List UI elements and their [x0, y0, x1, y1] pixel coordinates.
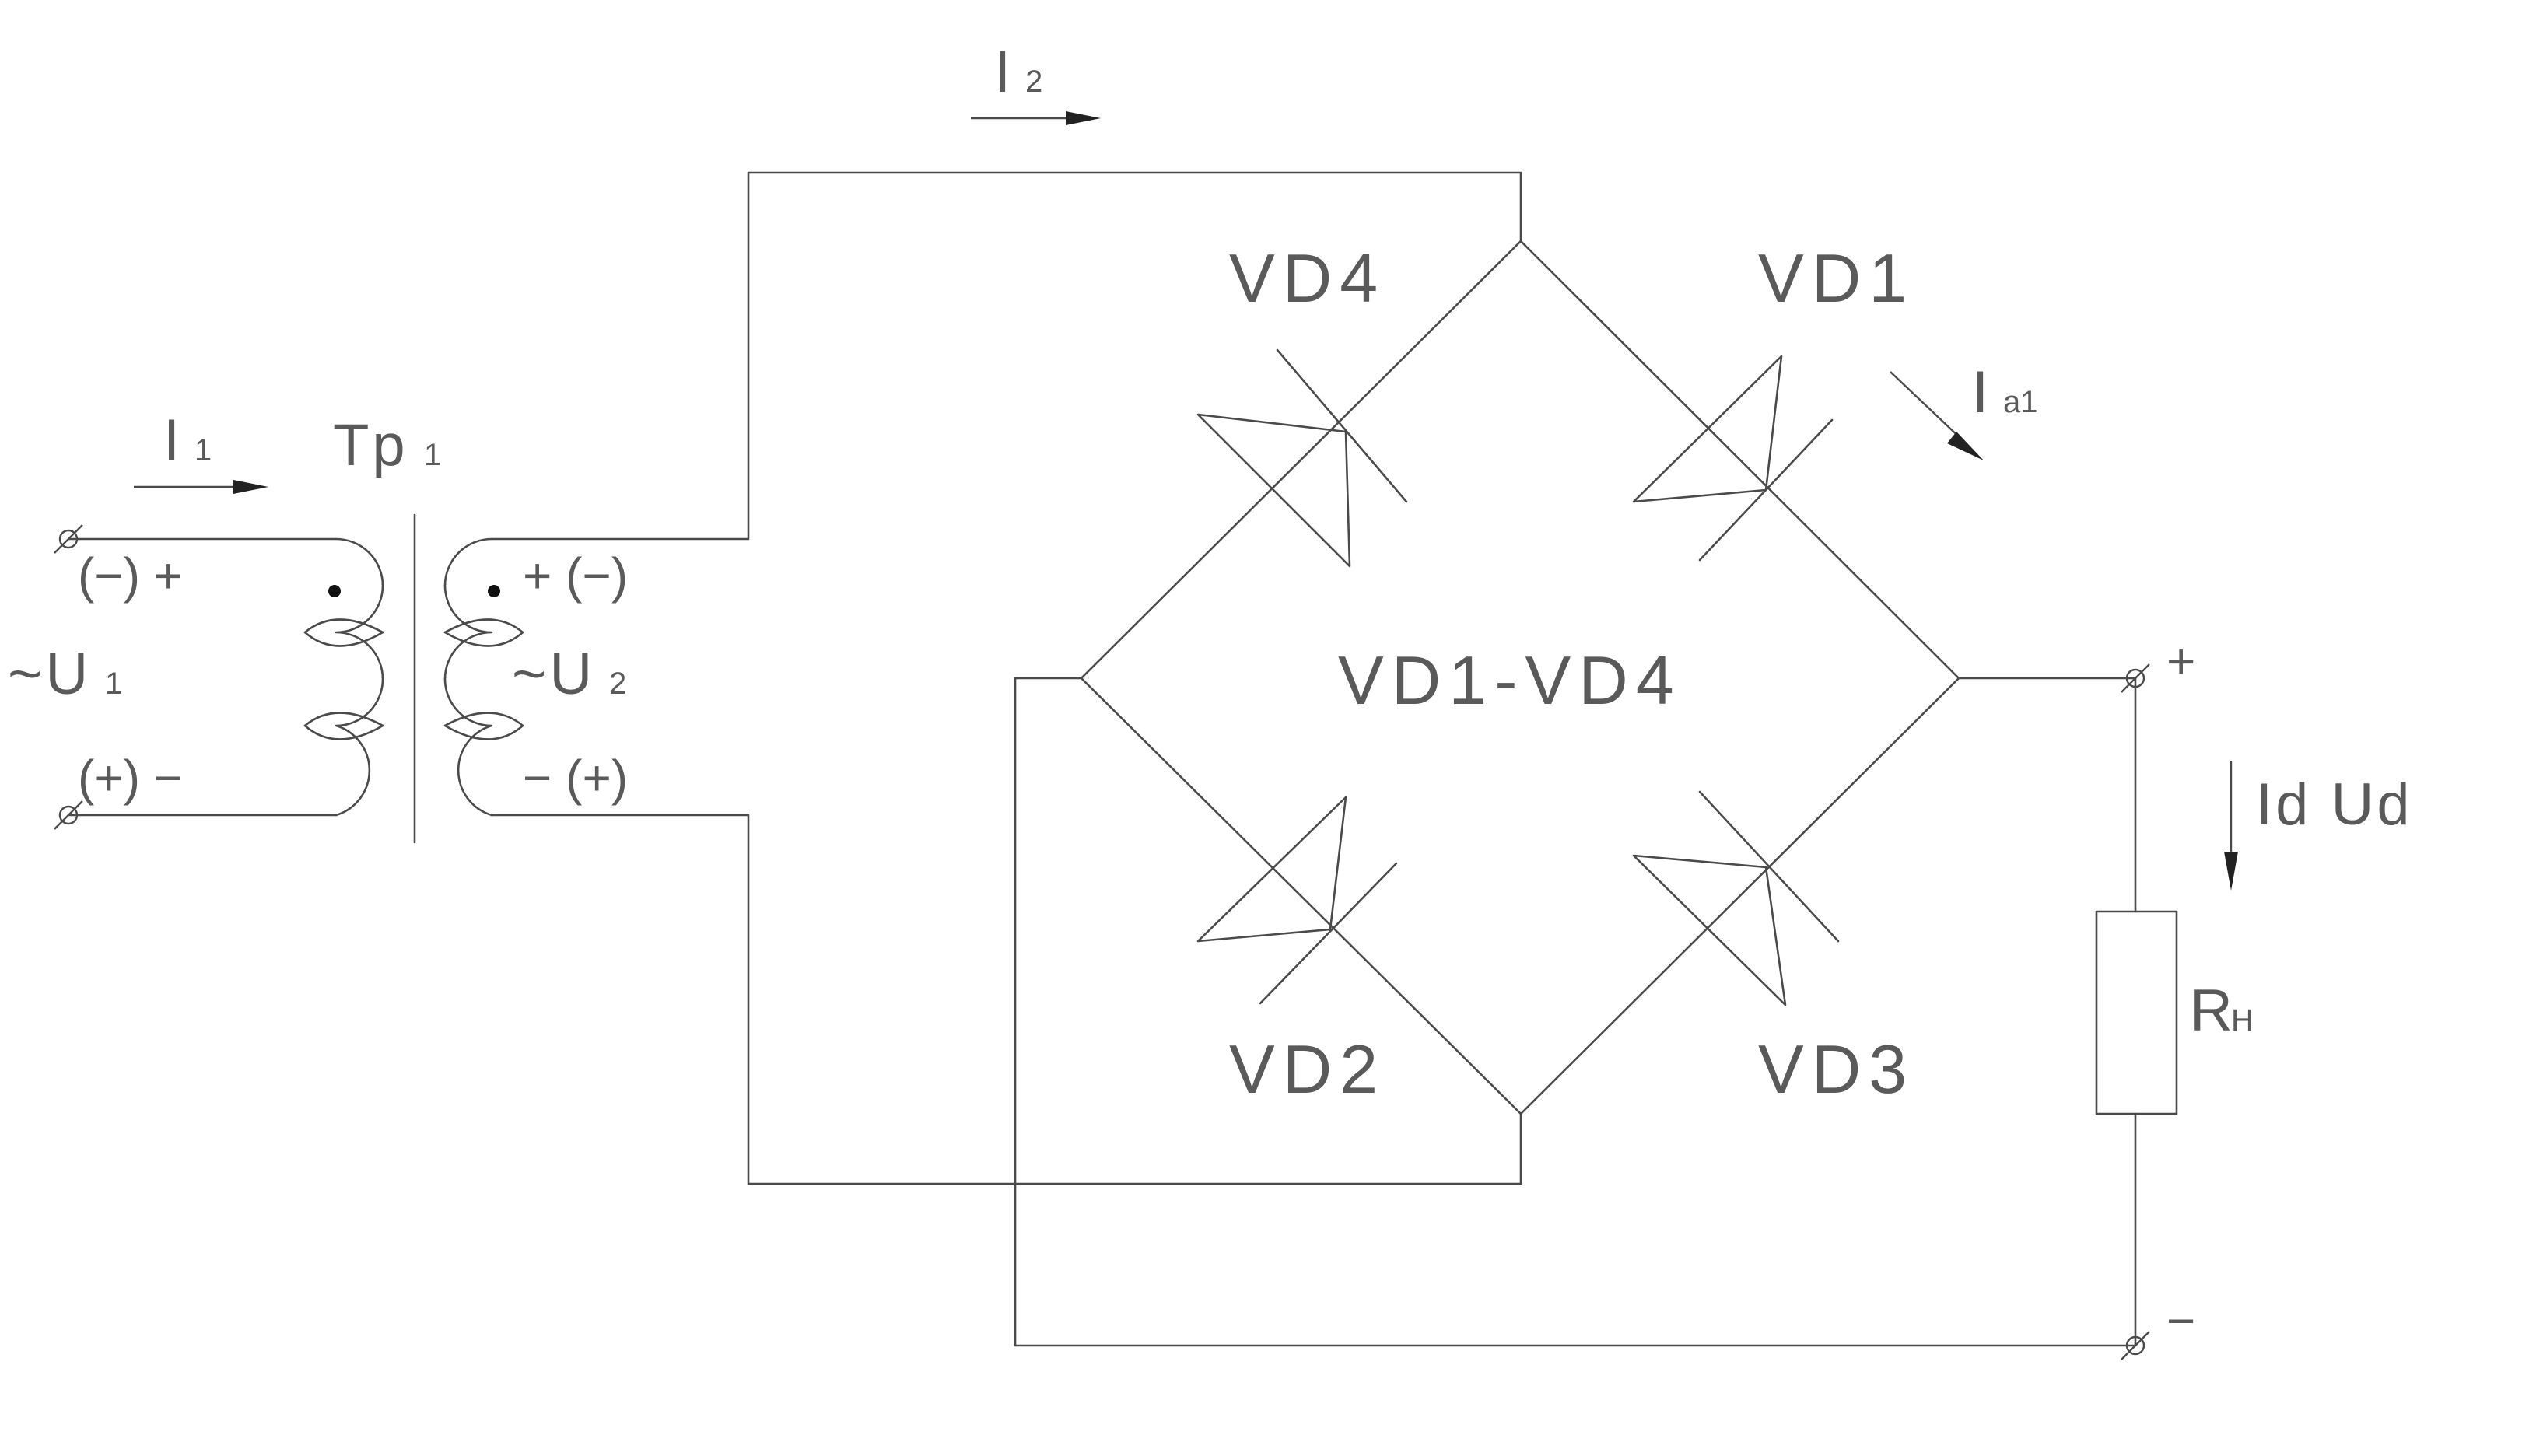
label-ia1-sub: a1: [2003, 385, 2038, 419]
bridge-vd4-arm: [1080, 240, 1522, 680]
current-arrows: [134, 111, 2238, 891]
label-i2-sub: 2: [1025, 65, 1042, 99]
secondary-loop-1: [443, 618, 524, 634]
secondary-loop-2: [443, 712, 524, 727]
diode-vd3: [1632, 790, 1840, 1006]
primary-loop-2: [303, 712, 384, 727]
label-ia1: I: [1972, 359, 1991, 425]
output-minus-terminal: [2121, 1331, 2150, 1360]
i1-arrow: [134, 480, 268, 494]
ia1-arrow: [1890, 371, 1984, 460]
bridge-vd3-arm: [1519, 677, 1960, 1115]
bridge-vd2-arm: [1080, 677, 1522, 1115]
label-id-ud: Id Ud: [2256, 772, 2413, 838]
secondary-bottom-wire: [490, 814, 1522, 1185]
i2-arrow: [971, 111, 1101, 125]
diode-vd2: [1196, 796, 1398, 1005]
secondary-winding: [443, 537, 493, 817]
transformer-tr1: [303, 513, 524, 844]
label-i1: I: [163, 408, 183, 474]
wires: [67, 171, 2137, 1347]
label-secondary-top-polarity: + (−): [523, 548, 628, 604]
diode-vd1: [1632, 355, 1834, 562]
label-vd4: VD4: [1229, 240, 1385, 317]
label-primary-top-polarity: (−) +: [78, 548, 183, 604]
label-vd1: VD1: [1758, 240, 1914, 317]
label-i2: I: [994, 39, 1014, 105]
label-resistor-sub: H: [2231, 1003, 2254, 1038]
label-transformer: Tp: [333, 412, 408, 478]
label-i1-sub: 1: [194, 433, 212, 467]
id-arrow: [2224, 761, 2238, 891]
label-secondary-bottom-polarity: − (+): [523, 750, 628, 806]
primary-loop-2b: [303, 724, 384, 740]
secondary-polarity-dot: [488, 585, 500, 597]
secondary-loop-2b: [443, 724, 524, 740]
label-resistor: R: [2190, 978, 2236, 1044]
label-u1: ~U: [8, 641, 91, 707]
primary-top-terminal: [54, 524, 83, 554]
primary-polarity-dot: [328, 585, 341, 597]
label-output-minus: −: [2166, 1293, 2195, 1349]
secondary-top-wire: [490, 171, 1522, 541]
label-bridge: VD1-VD4: [1338, 642, 1682, 719]
resistor-rh: [2095, 910, 2178, 1115]
diode-vd4: [1196, 348, 1408, 568]
output-plus-terminal: [2121, 663, 2150, 693]
bridge-vd1-arm: [1519, 240, 1960, 680]
return-wire: [1014, 677, 2137, 1347]
labels: I 2 I 1 Tp 1 (−) + (+) − + (−) − (+) ~U …: [8, 39, 2413, 1349]
terminals: [54, 524, 2150, 1360]
label-u1-sub: 1: [105, 667, 122, 701]
primary-loop-1b: [303, 631, 384, 647]
label-u2: ~U: [512, 641, 595, 707]
label-vd3: VD3: [1758, 1031, 1914, 1108]
primary-bottom-terminal: [54, 800, 83, 830]
label-u2-sub: 2: [609, 667, 626, 701]
primary-loop-1: [303, 618, 384, 634]
label-vd2: VD2: [1229, 1031, 1385, 1108]
secondary-loop-1b: [443, 631, 524, 647]
label-output-plus: +: [2166, 633, 2195, 689]
label-primary-bottom-polarity: (+) −: [78, 750, 183, 806]
primary-winding: [335, 537, 384, 817]
label-transformer-sub: 1: [424, 438, 441, 472]
